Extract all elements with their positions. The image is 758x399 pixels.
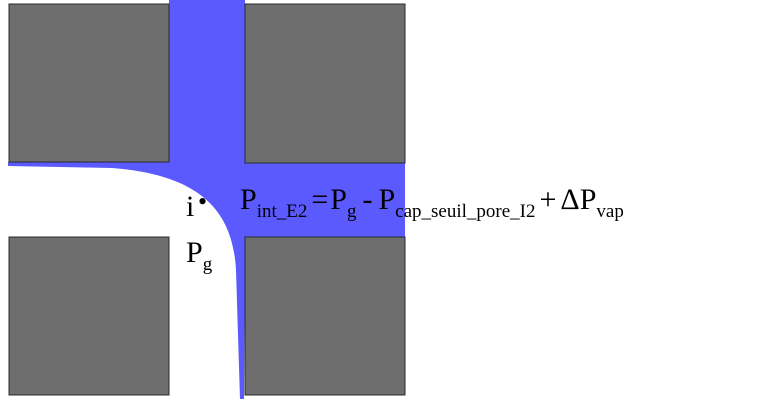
eq-equals: =	[311, 183, 328, 216]
eq-term2-symbol: P	[378, 183, 395, 216]
eq-term2-subscript: cap_seuil_pore_I2	[395, 201, 535, 222]
grain-bottom-right	[245, 237, 405, 395]
grain-top-right	[245, 4, 405, 163]
point-dot-icon: •	[198, 187, 207, 216]
eq-term1-subscript: g	[347, 201, 357, 222]
eq-plus: +	[540, 183, 557, 216]
eq-term1-symbol: P	[330, 183, 347, 216]
point-label: i	[186, 190, 194, 223]
eq-term3-symbol: ΔP	[560, 183, 596, 216]
grain-bottom-left	[9, 237, 169, 395]
eq-term3-subscript: vap	[596, 201, 623, 222]
eq-lhs-symbol: P	[240, 183, 257, 216]
gas-pressure-label: Pg	[186, 236, 213, 275]
eq-minus: -	[362, 183, 372, 216]
grain-top-left	[9, 4, 169, 162]
eq-lhs-subscript: int_E2	[257, 201, 308, 222]
